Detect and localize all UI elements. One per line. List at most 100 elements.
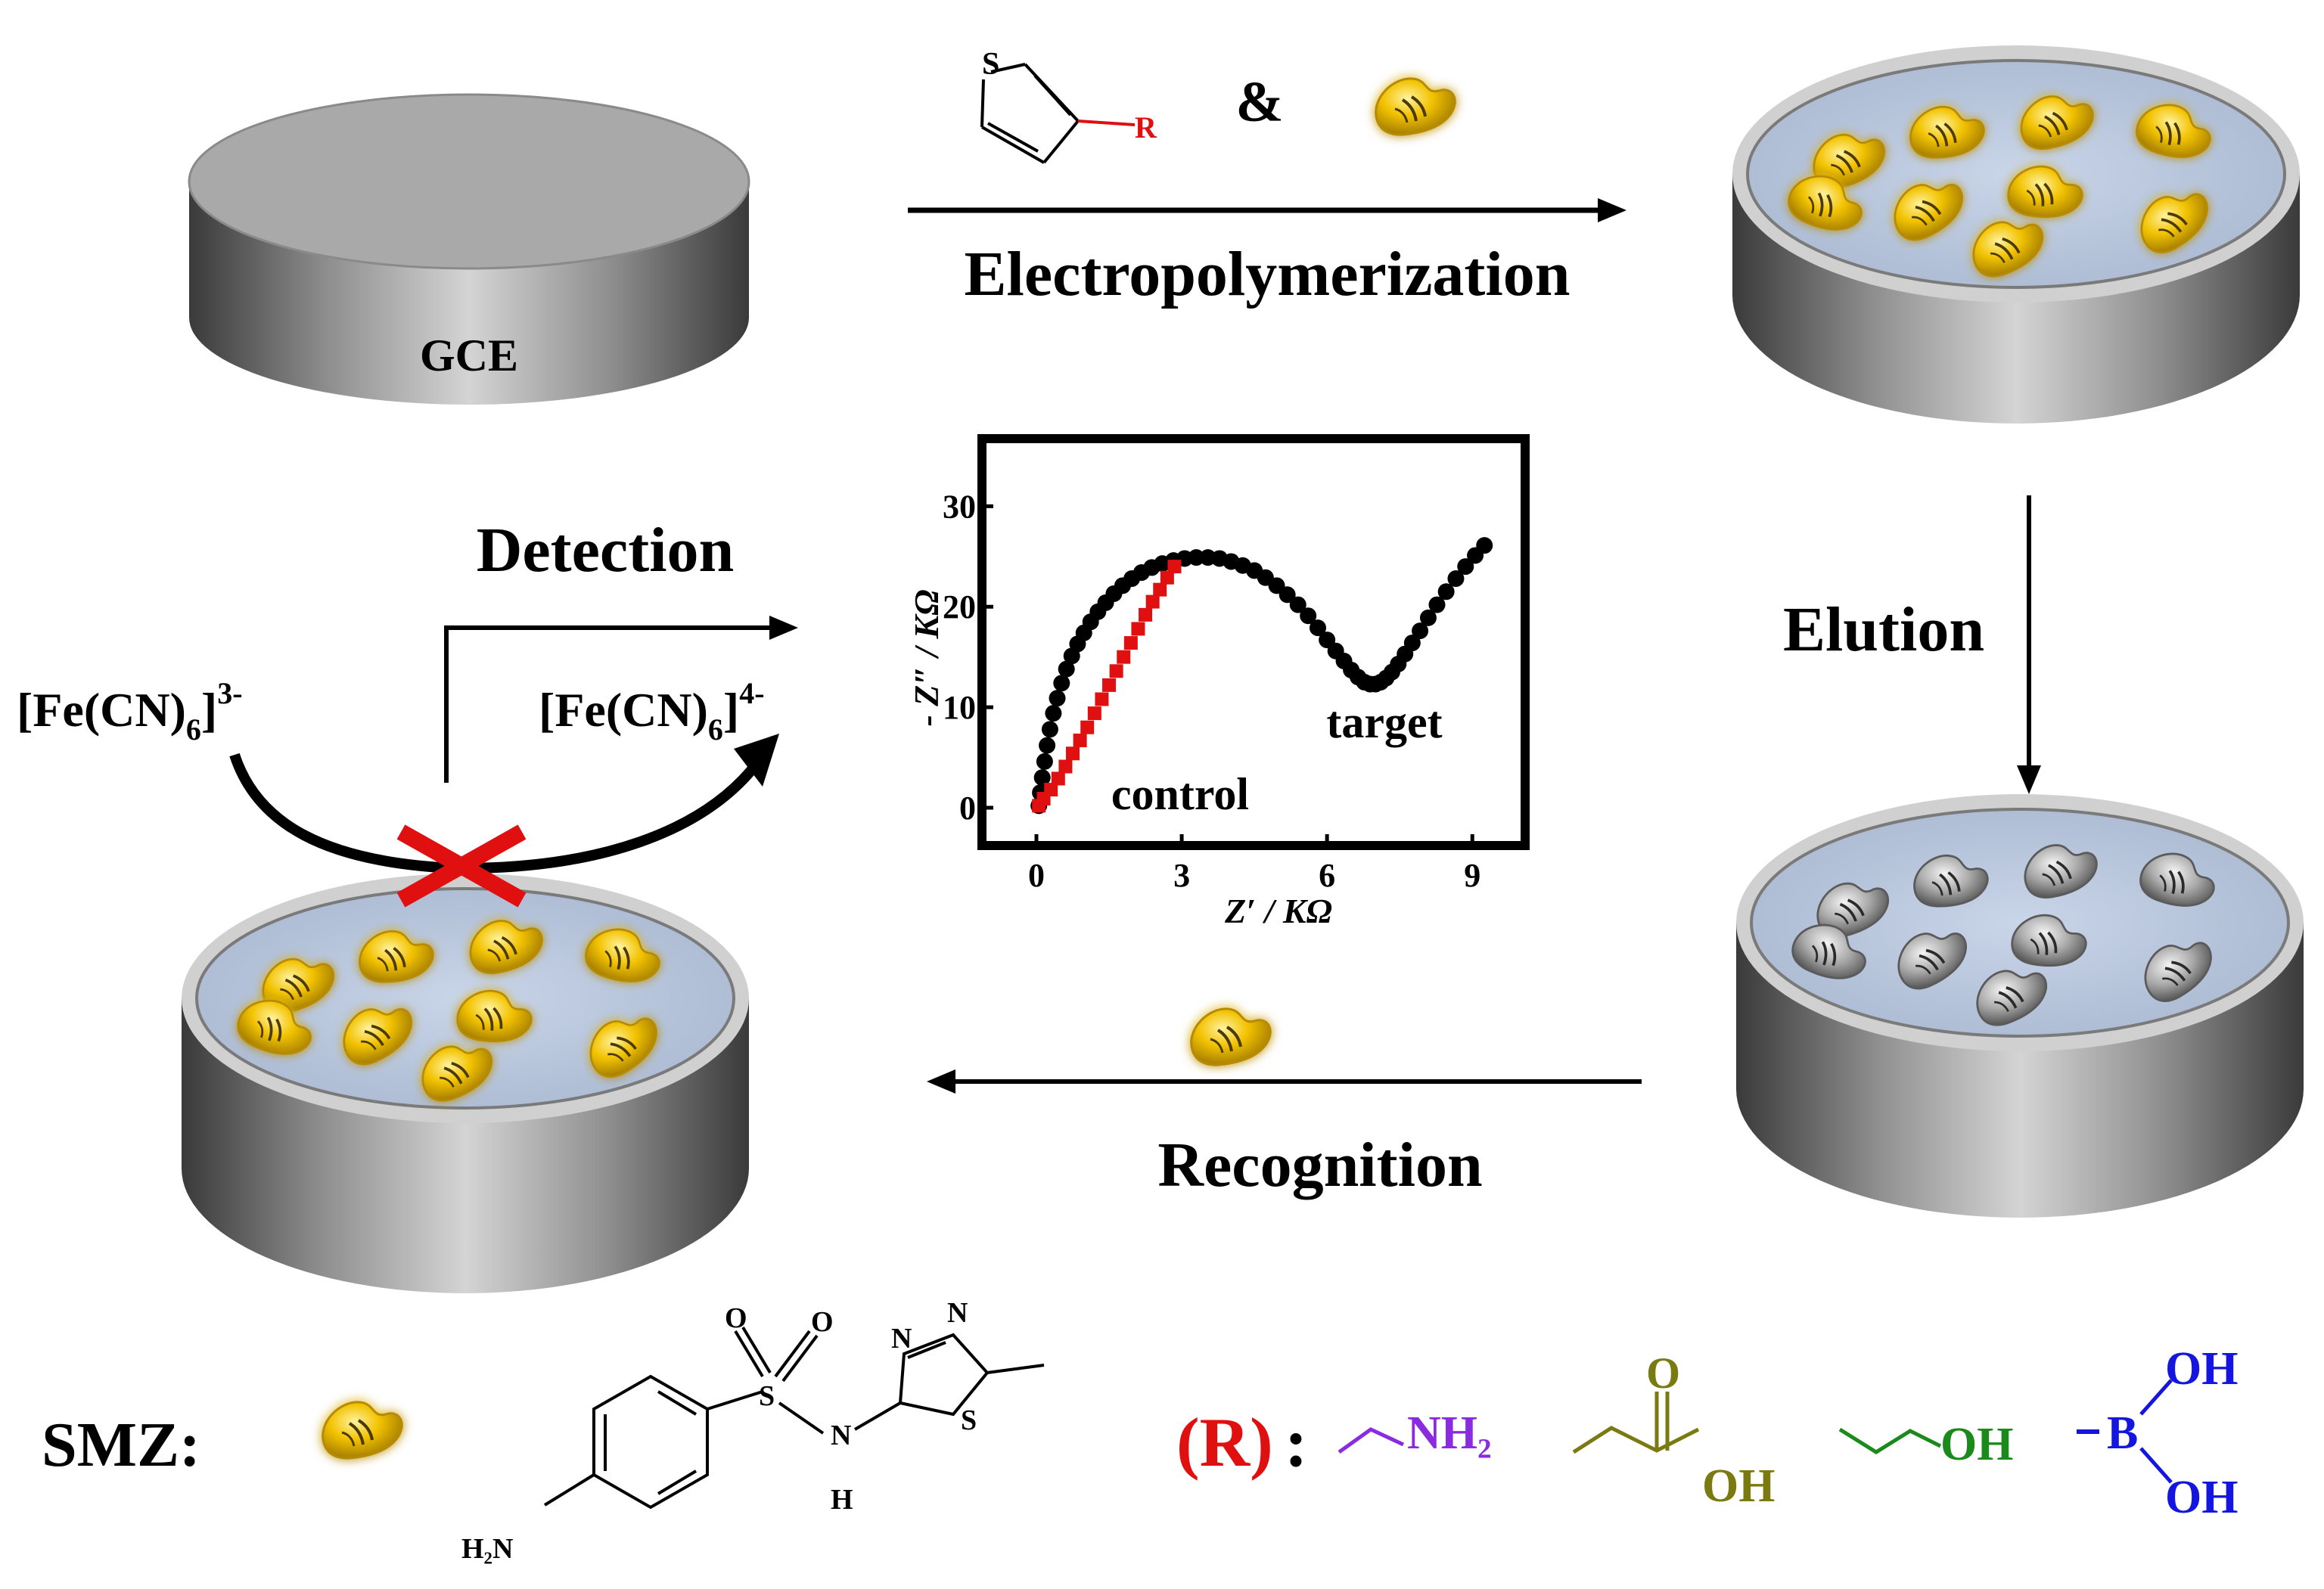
point-control bbox=[1167, 560, 1182, 574]
atom-n-ring1: N bbox=[891, 1323, 912, 1355]
atom-s: S bbox=[759, 1380, 775, 1412]
atom-n-ring2: N bbox=[947, 1297, 968, 1329]
y-tick-label: 20 bbox=[943, 588, 976, 625]
atom-h2n: H₂N bbox=[461, 1533, 513, 1565]
elution-arrow bbox=[2017, 495, 2041, 794]
point-target bbox=[1428, 596, 1446, 613]
point-target bbox=[1437, 583, 1455, 601]
point-control bbox=[1080, 720, 1095, 734]
point-target bbox=[1045, 705, 1062, 722]
smz-structure-atoms: O O S N N S N H H₂N bbox=[461, 1297, 977, 1565]
gce-electrode: GCE bbox=[188, 93, 750, 405]
recognition-label: Recognition bbox=[1157, 1130, 1482, 1200]
blocked-cross-icon bbox=[396, 824, 527, 908]
point-control bbox=[1051, 771, 1065, 786]
x-tick-label: 6 bbox=[1319, 857, 1335, 894]
electropolymerization-label: Electropolymerization bbox=[965, 239, 1571, 309]
atom-o2: O bbox=[811, 1306, 834, 1338]
point-target bbox=[1041, 721, 1058, 738]
thiophene-r: R bbox=[1135, 110, 1157, 144]
r-group-label: (R) bbox=[1176, 1404, 1273, 1481]
point-target bbox=[1188, 549, 1205, 566]
atom-h-amide: H bbox=[831, 1484, 853, 1516]
ferricyanide-label: [Fe(CN)6]3- bbox=[17, 676, 243, 746]
point-control bbox=[1044, 783, 1058, 797]
r-group-boronic-oh1: OH bbox=[2165, 1343, 2238, 1395]
point-target bbox=[1419, 609, 1437, 626]
point-control bbox=[1153, 582, 1167, 597]
elution-label: Elution bbox=[1783, 594, 1984, 665]
recognition-arrow bbox=[927, 1069, 1642, 1094]
smz-label: SMZ: bbox=[42, 1410, 200, 1480]
atom-s-ring: S bbox=[961, 1404, 977, 1436]
point-control bbox=[1058, 759, 1073, 774]
ampersand-label: & bbox=[1235, 70, 1283, 134]
point-control bbox=[1160, 570, 1174, 585]
point-control bbox=[1095, 692, 1109, 706]
r-group-colon: : bbox=[1285, 1404, 1308, 1481]
r-group-carboxyl-oh: OH bbox=[1702, 1460, 1775, 1512]
point-target bbox=[1412, 622, 1429, 640]
point-target bbox=[1457, 558, 1474, 576]
mip-electrode-loaded bbox=[1732, 45, 2300, 424]
r-group-carboxyl-o: O bbox=[1646, 1348, 1680, 1398]
y-tick-label: 30 bbox=[943, 488, 976, 525]
series-target bbox=[1030, 537, 1493, 815]
mip-electrode-rebound bbox=[182, 874, 749, 1293]
thiophene-s: S bbox=[982, 47, 999, 82]
point-target bbox=[1289, 596, 1306, 613]
electropolymerization-arrow bbox=[908, 198, 1626, 222]
annotation-target: target bbox=[1326, 697, 1442, 747]
point-target bbox=[1053, 675, 1070, 692]
point-control bbox=[1139, 607, 1153, 622]
smz-legend-icon bbox=[323, 1402, 402, 1458]
ferrocyanide-label: [Fe(CN)6]4- bbox=[539, 676, 765, 746]
atom-n-amide: N bbox=[831, 1420, 851, 1451]
point-control bbox=[1087, 706, 1101, 721]
point-control bbox=[1073, 733, 1087, 747]
detection-arrow bbox=[444, 616, 798, 783]
mip-electrode-eluted bbox=[1736, 794, 2304, 1218]
r-group-hydroxyethyl: OH bbox=[1838, 1419, 2013, 1470]
point-target bbox=[1033, 769, 1051, 787]
r-group-boron: B bbox=[2107, 1407, 2138, 1459]
x-tick-label: 9 bbox=[1464, 857, 1480, 894]
point-control bbox=[1123, 636, 1138, 650]
r-group-boronic-oh2: OH bbox=[2165, 1472, 2238, 1523]
r-group-boronic-acid: B OH OH bbox=[2077, 1343, 2238, 1523]
point-control bbox=[1117, 650, 1131, 664]
point-control bbox=[1066, 746, 1080, 761]
point-target bbox=[1309, 619, 1326, 637]
point-target bbox=[1036, 753, 1053, 770]
gce-label: GCE bbox=[420, 331, 518, 380]
r-group-nh2-text: NH₂ bbox=[1407, 1407, 1492, 1459]
atom-o1: O bbox=[725, 1302, 747, 1334]
point-control bbox=[1145, 594, 1160, 609]
annotation-control: control bbox=[1111, 769, 1249, 819]
smz-structure bbox=[543, 1326, 1045, 1510]
point-target bbox=[1476, 537, 1493, 554]
point-target bbox=[1049, 690, 1066, 707]
point-target bbox=[1447, 570, 1465, 588]
y-tick-label: 0 bbox=[959, 790, 976, 827]
x-tick-label: 3 bbox=[1173, 857, 1190, 894]
point-control bbox=[1109, 664, 1123, 678]
point-target bbox=[1039, 737, 1056, 754]
y-axis-label: - Z″ / KΩ bbox=[907, 589, 946, 726]
detection-label: Detection bbox=[477, 515, 735, 585]
point-control bbox=[1131, 622, 1145, 636]
point-control bbox=[1102, 678, 1117, 692]
x-axis-label: Z′ / KΩ bbox=[1224, 892, 1332, 930]
point-target bbox=[1300, 607, 1317, 625]
r-group-carboxyethyl: O OH bbox=[1572, 1348, 1775, 1512]
r-group-aminomethyl: NH₂ bbox=[1338, 1407, 1492, 1459]
r-group-hydroxyl-oh: OH bbox=[1940, 1419, 2013, 1470]
series-control bbox=[1032, 560, 1182, 813]
recognition-template-icon bbox=[1192, 1009, 1271, 1065]
plot-frame bbox=[977, 434, 1530, 850]
y-tick-label: 10 bbox=[943, 689, 976, 726]
x-tick-label: 0 bbox=[1028, 857, 1045, 894]
nyquist-plot: 0 3 6 9 0 10 20 30 Z′ / KΩ - Z″ / KΩ target con… bbox=[907, 434, 1530, 930]
template-molecule-icon bbox=[1376, 79, 1456, 135]
